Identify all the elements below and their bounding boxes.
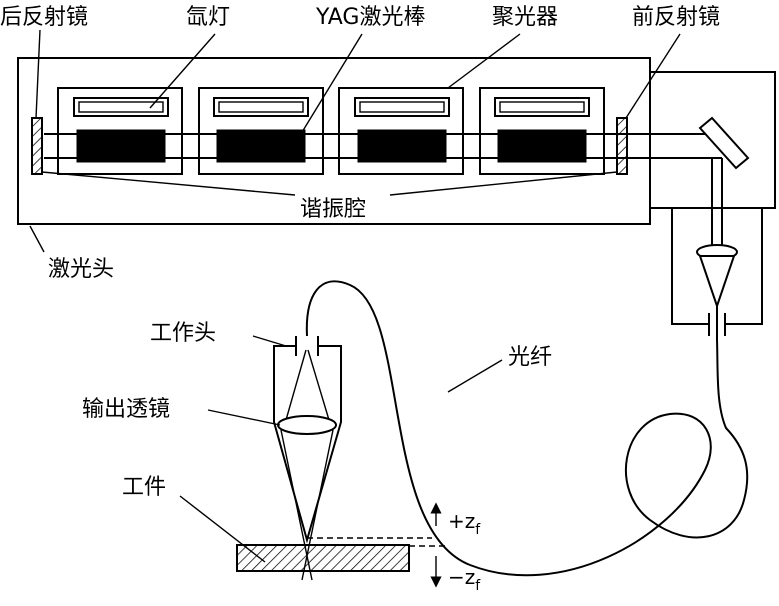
label-rear-mirror: 后反射镜 bbox=[0, 5, 88, 30]
minus-zf-subscript: f bbox=[475, 578, 481, 594]
optical-fiber bbox=[305, 280, 749, 577]
label-laser-head: 激光头 bbox=[48, 257, 114, 282]
yag-rod-4 bbox=[497, 129, 587, 163]
xenon-lamp-2-inner bbox=[218, 101, 304, 113]
label-yag-rod: YAG激光棒 bbox=[315, 5, 425, 30]
output-lens bbox=[277, 415, 337, 435]
workpiece-leader bbox=[179, 495, 266, 563]
xenon-lamp-leader bbox=[149, 33, 216, 109]
concentrator-leader bbox=[447, 33, 521, 89]
rear-mirror bbox=[31, 117, 43, 175]
label-output-lens: 输出透镜 bbox=[82, 397, 170, 422]
xenon-lamp-group bbox=[73, 97, 590, 117]
folding-mirror bbox=[698, 116, 750, 170]
label-front-mirror: 前反射镜 bbox=[632, 5, 720, 30]
label-xenon-lamp: 氙灯 bbox=[186, 5, 230, 30]
output-lens-leader bbox=[207, 409, 281, 426]
plus-zf-text: +z bbox=[448, 509, 475, 533]
minus-zf-text: −z bbox=[448, 565, 475, 589]
rear-mirror-leader bbox=[35, 29, 41, 119]
coupler-housing bbox=[671, 208, 763, 325]
concentrator-group bbox=[57, 87, 605, 175]
fiber-leader bbox=[447, 359, 503, 393]
resonator-leader-left bbox=[41, 171, 296, 196]
front-mirror bbox=[616, 117, 628, 175]
diverging-beam-left bbox=[285, 349, 307, 421]
label-resonator: 谐振腔 bbox=[300, 197, 366, 222]
work-head-leader bbox=[252, 335, 287, 347]
yag-rod-leader bbox=[295, 33, 363, 143]
concentrator-2 bbox=[198, 87, 324, 175]
xenon-lamp-3 bbox=[354, 97, 450, 117]
yag-rod-3 bbox=[357, 129, 447, 163]
concentrator-3 bbox=[338, 87, 464, 175]
label-workpiece: 工件 bbox=[122, 475, 166, 500]
label-plus-zf: +zf bbox=[448, 509, 481, 538]
label-concentrator: 聚光器 bbox=[492, 5, 558, 30]
xenon-lamp-3-inner bbox=[359, 101, 445, 113]
concentrator-1 bbox=[57, 87, 183, 175]
xenon-lamp-1-inner bbox=[78, 101, 164, 113]
svg-text:−zf: −zf bbox=[448, 565, 481, 594]
label-minus-zf: −zf bbox=[448, 565, 481, 594]
resonator-leader-right bbox=[389, 171, 618, 196]
work-head-body bbox=[273, 345, 342, 544]
work-head bbox=[273, 336, 342, 581]
xenon-lamp-2 bbox=[213, 97, 309, 117]
yag-rod-2 bbox=[216, 129, 306, 163]
yag-rod-group bbox=[76, 129, 587, 163]
plus-zf-subscript: f bbox=[475, 522, 481, 538]
xenon-lamp-1 bbox=[73, 97, 169, 117]
workpiece bbox=[236, 544, 410, 572]
laser-head-leader bbox=[29, 225, 45, 253]
yag-rod-1 bbox=[76, 129, 166, 163]
label-fiber: 光纤 bbox=[508, 345, 552, 370]
coupling-focus-cone bbox=[698, 255, 736, 310]
diverging-beam-right bbox=[307, 349, 330, 421]
front-mirror-leader bbox=[625, 33, 681, 119]
label-work-head: 工作头 bbox=[150, 321, 216, 346]
svg-text:+zf: +zf bbox=[448, 509, 481, 538]
xenon-lamp-4 bbox=[494, 97, 590, 117]
concentrator-4 bbox=[479, 87, 605, 175]
xenon-lamp-4-inner bbox=[499, 101, 585, 113]
